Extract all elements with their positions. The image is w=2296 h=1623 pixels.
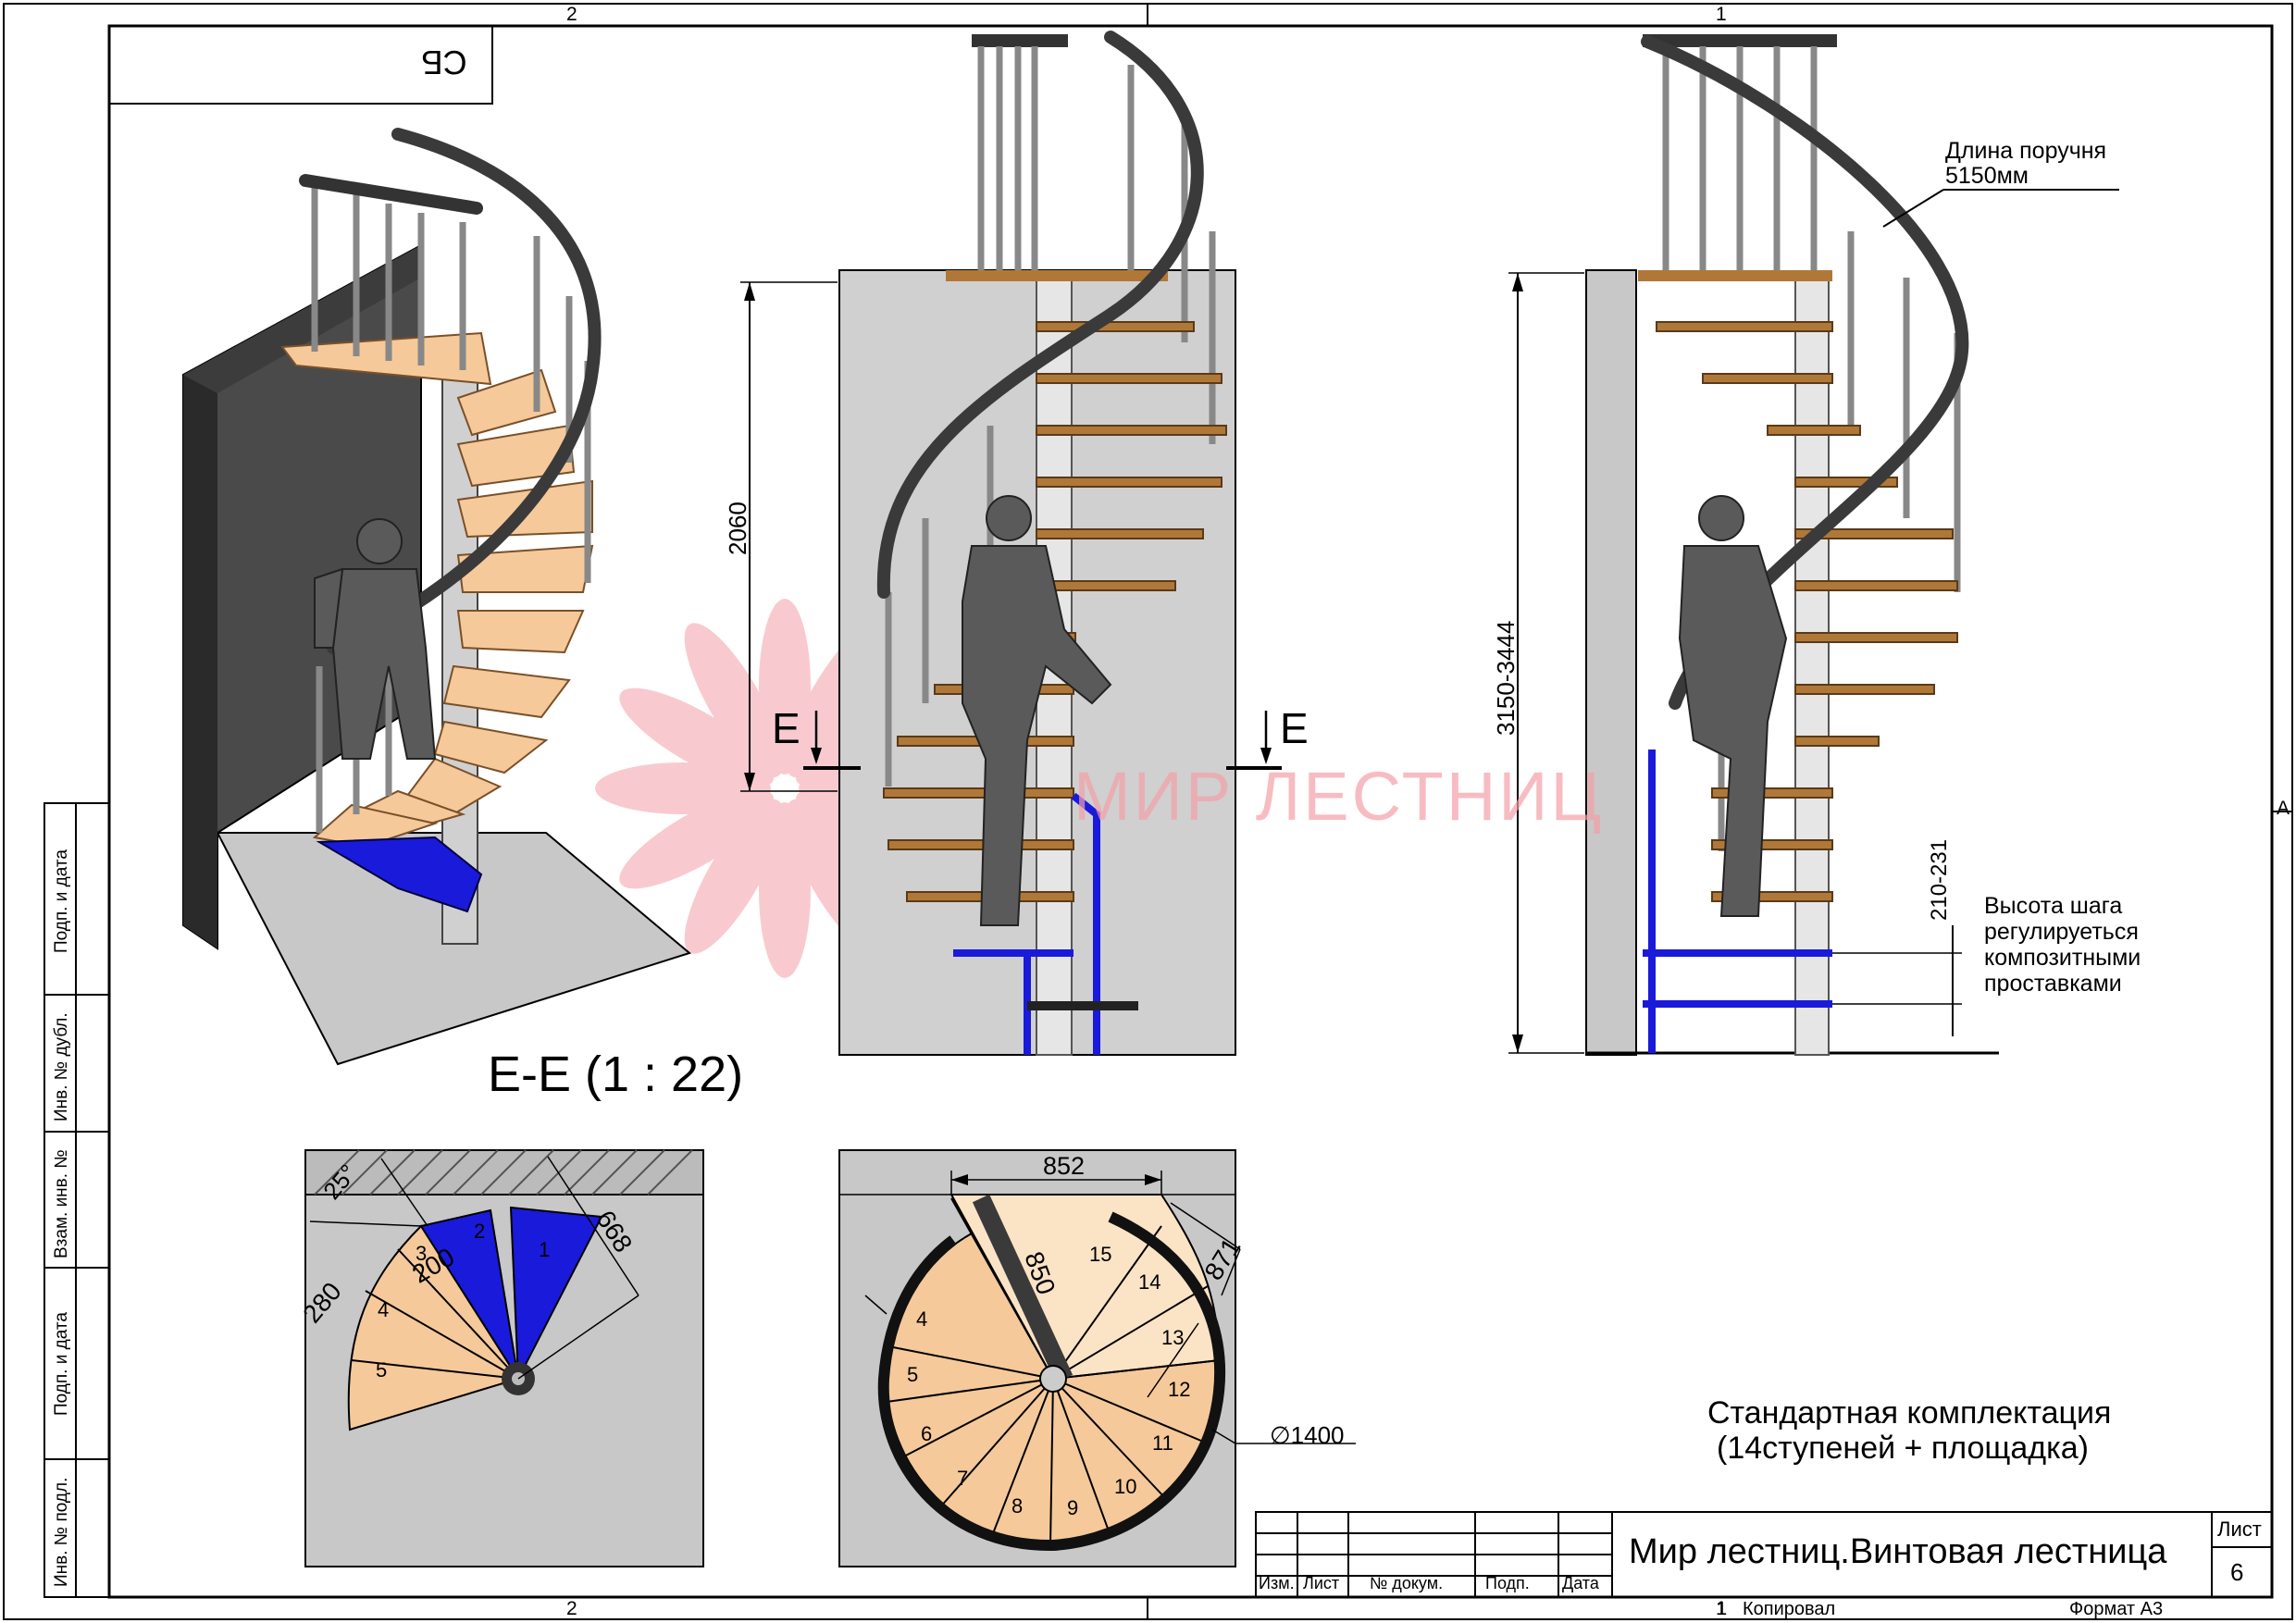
title-block-heading: Мир лестниц.Винтовая лестница [1629, 1532, 2167, 1571]
detail-step-number: 1 [539, 1238, 551, 1261]
plan-step-number: 9 [1067, 1496, 1079, 1519]
copied-label: Копировал [1743, 1599, 1836, 1619]
col-header: Изм. [1259, 1574, 1295, 1592]
title-block [1255, 1511, 2273, 1598]
col-header: Лист [1303, 1574, 1340, 1592]
side-elevation-view [1508, 34, 2119, 1056]
sheet-number: 6 [2230, 1558, 2244, 1586]
zone-label: 2 [566, 1598, 577, 1619]
copy-number: 1 [1717, 1599, 1728, 1619]
mirrored-stamp: СБ [421, 43, 467, 81]
plan-step-number: 8 [1011, 1494, 1024, 1518]
side-stamp-label: Инв. № подл. [52, 1477, 71, 1587]
side-stamp-label: Подп. и дата [52, 1312, 71, 1416]
zone-label: 1 [1716, 4, 1727, 25]
section-label: E-E (1 : 22) [488, 1047, 744, 1102]
zone-label: 2 [566, 4, 577, 25]
zone-label: A [2277, 798, 2290, 819]
side-stamp-label: Взам. инв. № [52, 1149, 71, 1258]
sheet-label: Лист [2217, 1518, 2262, 1541]
plan-step-number: 14 [1138, 1270, 1161, 1294]
rail-length-label: Длина поручня [1945, 138, 2107, 164]
package-note: Стандартная комплектация (14ступеней + п… [1707, 1395, 2111, 1466]
plan-step-number: 5 [907, 1363, 919, 1386]
package-line-1: Стандартная комплектация [1707, 1395, 2112, 1431]
rail-length-value: 5150мм [1945, 163, 2029, 189]
plan-step-number: 10 [1114, 1475, 1137, 1498]
detail-step-number: 3 [416, 1242, 428, 1265]
plan-step-number: 4 [916, 1307, 928, 1331]
plan-step-number: 11 [1152, 1431, 1173, 1455]
detail-step-number: 2 [474, 1220, 486, 1243]
watermark-text: МИР ЛЕСТНИЦ [1074, 758, 1605, 835]
plan-view [838, 1149, 1356, 1567]
isometric-view [182, 128, 692, 1066]
front-section-view [740, 31, 1282, 1056]
section-mark: E [772, 704, 800, 752]
detail-step-number: 5 [376, 1358, 388, 1381]
plan-step-number: 12 [1168, 1378, 1191, 1401]
plan-dim-852: 852 [1043, 1152, 1086, 1180]
plan-step-number: 13 [1161, 1326, 1185, 1349]
col-header: № докум. [1370, 1574, 1444, 1592]
plan-step-number: 7 [957, 1467, 969, 1490]
step-detail-view [304, 1149, 704, 1567]
plan-diameter: ∅1400 [1270, 1421, 1345, 1449]
format-label: Формат А3 [2069, 1599, 2164, 1619]
rail-length-note: Длина поручня 5150мм [1945, 139, 2106, 189]
side-stamp-label: Инв. № дубл. [52, 1012, 71, 1121]
step-height-note: Высота шага регулируеться композитными п… [1984, 893, 2141, 997]
plan-step-number: 6 [921, 1422, 933, 1445]
detail-step-number: 4 [378, 1298, 390, 1321]
package-line-2: (14ступеней + площадка) [1717, 1431, 2089, 1466]
dimension-step-height: 210-231 [1927, 838, 1952, 921]
dimension-2060: 2060 [724, 502, 751, 555]
zone-label: 1 [1716, 1598, 1727, 1619]
dimension-height-total: 3150-3444 [1492, 620, 1520, 736]
col-header: Дата [1562, 1574, 1599, 1592]
plan-step-number: 15 [1089, 1243, 1112, 1266]
side-stamp-label: Подп. и дата [52, 849, 71, 953]
col-header: Подп. [1485, 1574, 1530, 1592]
section-mark: E [1280, 704, 1309, 752]
